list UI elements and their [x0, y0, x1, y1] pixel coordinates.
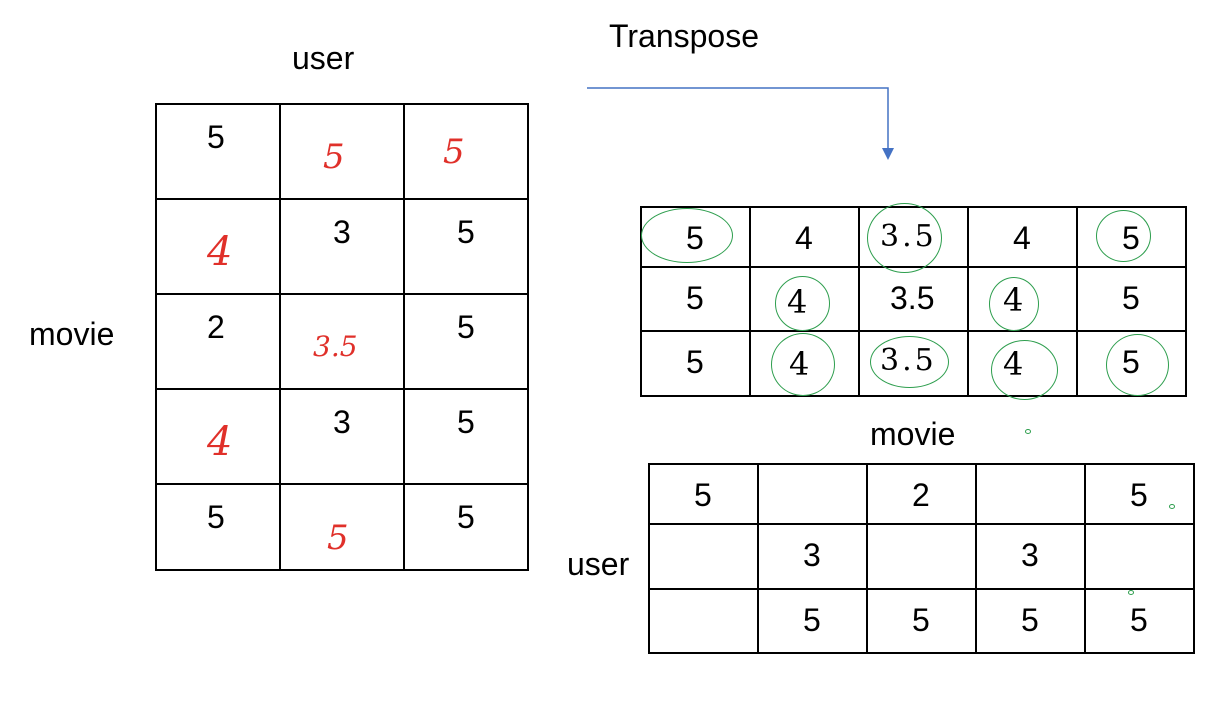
- sparse-cell: 5: [1084, 463, 1195, 525]
- sparse-cell: [648, 523, 759, 590]
- transposed-cell: 5: [1076, 266, 1187, 332]
- left-cell: 3.5: [279, 293, 405, 390]
- highlight-circle: [991, 340, 1058, 400]
- left-cell: 5: [279, 483, 405, 571]
- left-cell: 3: [279, 388, 405, 485]
- highlight-circle: [775, 276, 830, 331]
- left-cell: 5: [403, 293, 529, 390]
- transposed-cell: 4: [749, 206, 860, 268]
- left-matrix: 5 5 5 4 3 5 2 3.5 5 4 3 5 5 5 5: [155, 103, 529, 571]
- stray-mark: [1128, 590, 1134, 595]
- left-cell: 2: [155, 293, 281, 390]
- transpose-label: Transpose: [609, 18, 759, 54]
- stray-mark: [1025, 429, 1031, 434]
- sparse-cell: 5: [975, 588, 1086, 654]
- highlight-circle: [1106, 334, 1169, 396]
- transposed-cell: 3.5: [858, 266, 969, 332]
- sparse-cell: 5: [1084, 588, 1195, 654]
- left-cell: 4: [155, 388, 281, 485]
- sparse-cell: [866, 523, 977, 590]
- highlight-circle: [1096, 210, 1151, 262]
- sparse-cell: [975, 463, 1086, 525]
- sparse-cell: [648, 588, 759, 654]
- left-cell: 5: [279, 103, 405, 200]
- highlight-circle: [771, 333, 835, 396]
- stray-mark: [1169, 504, 1175, 509]
- right-matrix-column-label: movie: [870, 416, 956, 452]
- highlight-circle: [989, 277, 1039, 331]
- sparse-cell: [1084, 523, 1195, 590]
- left-cell: 5: [155, 483, 281, 571]
- sparse-cell: 5: [648, 463, 759, 525]
- left-cell: 4: [155, 198, 281, 295]
- left-cell: 5: [403, 103, 529, 200]
- sparse-matrix: 5 2 5 3 3 5 5 5 5: [648, 463, 1195, 654]
- transposed-cell: 4: [967, 206, 1078, 268]
- sparse-cell: 3: [757, 523, 868, 590]
- highlight-circle: [870, 336, 949, 388]
- sparse-cell: [757, 463, 868, 525]
- sparse-cell: 3: [975, 523, 1086, 590]
- left-cell: 5: [155, 103, 281, 200]
- left-cell: 5: [403, 198, 529, 295]
- sparse-cell: 5: [757, 588, 868, 654]
- highlight-circle: [641, 208, 733, 263]
- left-matrix-column-label: user: [292, 40, 355, 76]
- sparse-cell: 5: [866, 588, 977, 654]
- left-matrix-row-label: movie: [29, 316, 115, 352]
- left-cell: 5: [403, 388, 529, 485]
- highlight-circle: [867, 203, 942, 273]
- transposed-cell: 5: [640, 266, 751, 332]
- transposed-cell: 5: [640, 330, 751, 397]
- right-matrix-row-label: user: [567, 546, 630, 582]
- left-cell: 5: [403, 483, 529, 571]
- left-cell: 3: [279, 198, 405, 295]
- sparse-cell: 2: [866, 463, 977, 525]
